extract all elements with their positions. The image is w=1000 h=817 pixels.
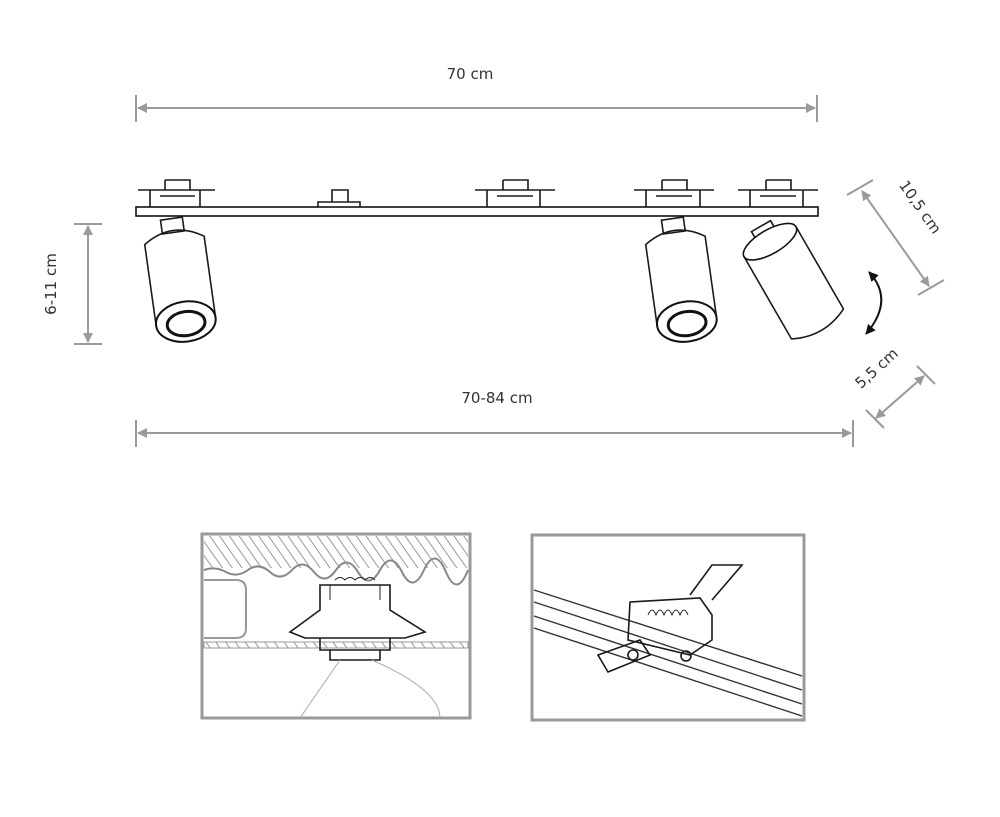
top-width-label: 70 cm — [447, 65, 494, 83]
dimension-spot-length: 10,5 cm — [846, 177, 945, 296]
dimension-bottom-width: 70-84 cm — [135, 389, 854, 447]
bottom-width-label: 70-84 cm — [461, 389, 532, 407]
driver-connector — [317, 189, 361, 207]
track-rail — [135, 179, 819, 217]
rotation-arrow-icon — [865, 271, 883, 335]
spot-length-label: 10,5 cm — [895, 177, 945, 237]
mounting-clip — [634, 179, 714, 207]
mounting-clip — [138, 179, 215, 207]
rail-clip-detail — [530, 533, 806, 722]
spotlight-tilted — [742, 219, 845, 340]
spotlight — [644, 216, 718, 343]
dimension-height: 6-11 cm — [42, 223, 102, 345]
spotlight — [143, 216, 217, 343]
spot-diameter-label: 5,5 cm — [852, 344, 902, 392]
dimension-top-width: 70 cm — [135, 65, 818, 122]
mounting-clip — [475, 179, 555, 207]
mounting-clip — [738, 179, 818, 207]
dimension-spot-diameter: 5,5 cm — [852, 344, 936, 429]
ceiling-installation-detail — [200, 532, 472, 720]
height-label: 6-11 cm — [42, 253, 60, 315]
